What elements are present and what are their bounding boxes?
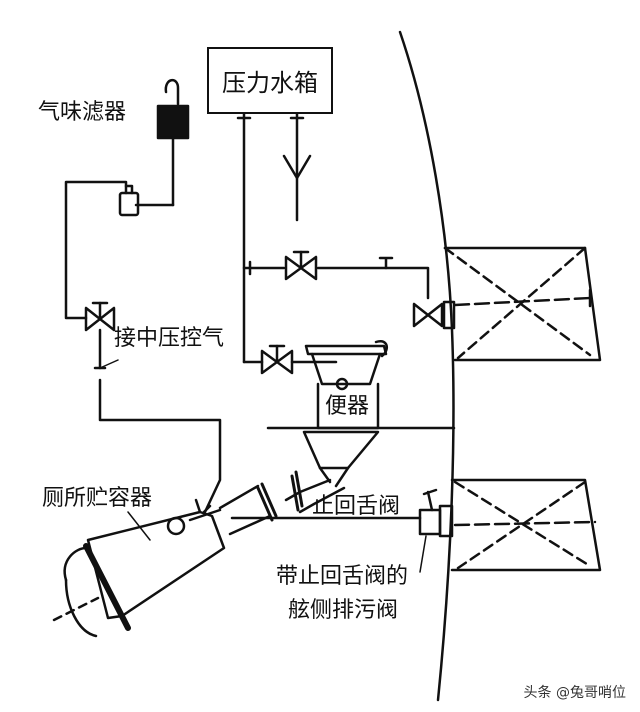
filter-hook <box>164 79 180 106</box>
funnel-icon <box>282 154 312 180</box>
odor-filter-body <box>156 104 190 140</box>
flush-valve <box>260 344 294 375</box>
side-valve-label-1: 带止回舌阀的 <box>276 564 409 589</box>
feed-valve <box>284 250 318 281</box>
pointer-sidevalve <box>419 535 427 573</box>
check-valve-label: 止回舌阀 <box>312 494 401 519</box>
storage-tank <box>52 498 226 638</box>
pointer-storage <box>127 511 151 541</box>
hull-valve-lower <box>418 488 454 538</box>
odor-filter-label: 气味滤器 <box>38 100 127 125</box>
upper-bracket <box>443 246 602 362</box>
hull-valve-upper <box>412 300 456 330</box>
air-trap-can <box>118 191 140 217</box>
toilet-label: 便器 <box>325 394 370 419</box>
side-valve-label-2: 舷侧排污阀 <box>288 598 399 623</box>
lower-bracket <box>450 478 602 572</box>
drop-pipe <box>218 470 346 536</box>
air-supply-label: 接中压控气 <box>114 326 225 351</box>
hopper <box>302 430 380 470</box>
pressure-tank-box: 压力水箱 <box>207 47 333 114</box>
hull-line <box>398 30 455 702</box>
storage-label: 厕所贮容器 <box>42 486 153 511</box>
air-valve <box>84 301 116 332</box>
air-line <box>64 180 128 320</box>
pointer-air <box>99 359 119 369</box>
watermark: 头条 @兔哥哨位 <box>523 685 626 701</box>
